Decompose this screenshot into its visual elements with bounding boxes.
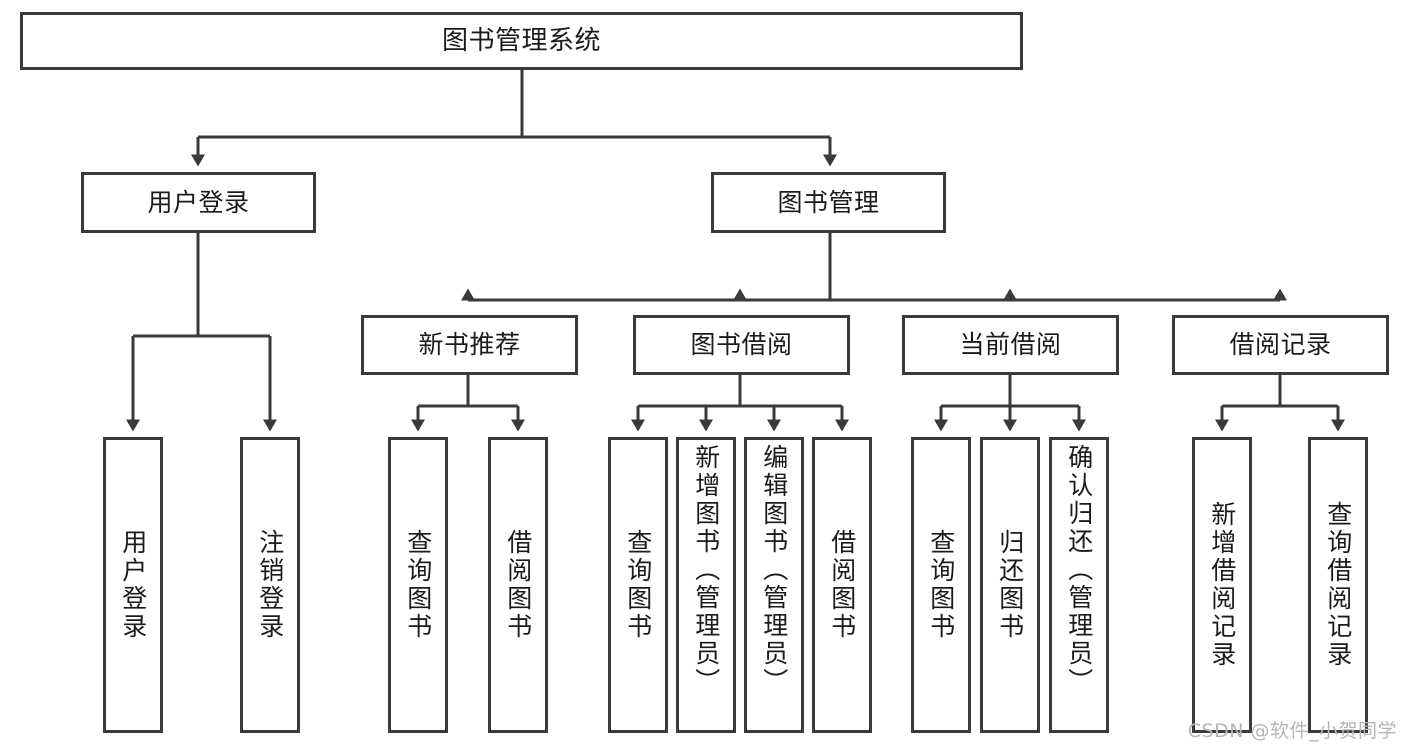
node-leaf-user-login[interactable]: 用户登录: [103, 437, 163, 733]
node-label: 确认归还（管理员）: [1064, 444, 1094, 696]
node-label: 借阅图书: [827, 529, 857, 641]
node-label: 查询借阅记录: [1323, 501, 1353, 669]
node-new-book-recommend[interactable]: 新书推荐: [361, 315, 578, 375]
node-leaf-add-borrow-record[interactable]: 新增借阅记录: [1192, 437, 1252, 733]
node-label: 归还图书: [995, 529, 1025, 641]
node-leaf-return-book[interactable]: 归还图书: [980, 437, 1040, 733]
node-label: 用户登录: [147, 187, 250, 217]
node-label: 新书推荐: [418, 330, 521, 360]
node-label: 用户登录: [118, 529, 148, 641]
node-label: 图书管理系统: [441, 25, 601, 56]
node-label: 新增图书（管理员）: [691, 444, 721, 696]
node-label: 图书管理: [777, 187, 880, 217]
node-leaf-query-book-borrow[interactable]: 查询图书: [608, 437, 668, 733]
node-leaf-edit-book-admin[interactable]: 编辑图书（管理员）: [744, 437, 804, 733]
node-leaf-query-borrow-record[interactable]: 查询借阅记录: [1308, 437, 1368, 733]
node-label: 新增借阅记录: [1207, 501, 1237, 669]
node-label: 借阅图书: [503, 529, 533, 641]
node-label: 图书借阅: [690, 330, 793, 360]
node-user-login[interactable]: 用户登录: [81, 172, 316, 233]
node-leaf-borrow-book-recommend[interactable]: 借阅图书: [488, 437, 548, 733]
node-current-borrow[interactable]: 当前借阅: [902, 315, 1119, 375]
node-root-book-management-system[interactable]: 图书管理系统: [20, 12, 1023, 70]
node-label: 查询图书: [403, 529, 433, 641]
node-leaf-query-book-current[interactable]: 查询图书: [911, 437, 971, 733]
node-book-management[interactable]: 图书管理: [711, 172, 946, 233]
node-leaf-query-book-recommend[interactable]: 查询图书: [388, 437, 448, 733]
node-leaf-borrow-book[interactable]: 借阅图书: [812, 437, 872, 733]
node-label: 查询图书: [926, 529, 956, 641]
node-label: 借阅记录: [1229, 330, 1332, 360]
node-book-borrow[interactable]: 图书借阅: [633, 315, 850, 375]
node-label: 编辑图书（管理员）: [759, 444, 789, 696]
node-leaf-logout[interactable]: 注销登录: [240, 437, 300, 733]
node-label: 注销登录: [255, 529, 285, 641]
node-label: 查询图书: [623, 529, 653, 641]
node-leaf-confirm-return-admin[interactable]: 确认归还（管理员）: [1049, 437, 1109, 733]
node-borrow-record[interactable]: 借阅记录: [1172, 315, 1389, 375]
node-label: 当前借阅: [959, 330, 1062, 360]
watermark: CSDN @软件_小贺同学: [1187, 720, 1397, 742]
node-leaf-add-book-admin[interactable]: 新增图书（管理员）: [676, 437, 736, 733]
